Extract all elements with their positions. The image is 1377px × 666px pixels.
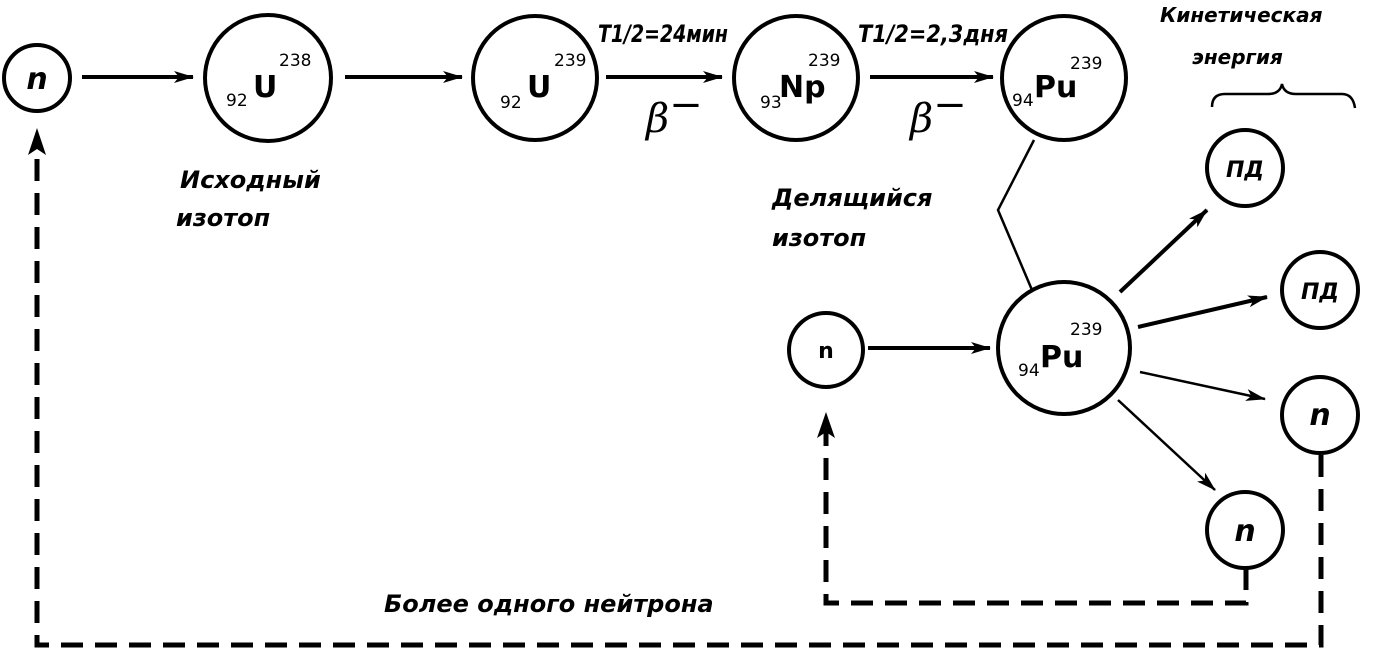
beta-u239: β− — [644, 82, 703, 142]
feedback-arrow-outer-head — [28, 128, 46, 155]
neutron-out-1-node: n — [1280, 375, 1360, 455]
arrow-to-neutron-2 — [1117, 399, 1216, 491]
pu239-fission-z: 94 — [1018, 361, 1040, 381]
pu239-top-symbol: Pu — [1034, 70, 1077, 105]
more-than-one-neutron-caption: Более одного нейтрона — [384, 590, 714, 618]
source-isotope-line2: изотоп — [176, 204, 270, 232]
arrow-to-neutron-1 — [1139, 370, 1266, 401]
pu239-fission-symbol: Pu — [1040, 340, 1083, 375]
kinetic-energy-brace — [1210, 83, 1357, 109]
kinetic-energy-line1: Кинетическая — [1160, 3, 1323, 27]
link-pu-to-fission — [996, 139, 1036, 291]
np239-z: 93 — [760, 93, 782, 113]
arrow-to-fragment-2 — [1137, 295, 1268, 329]
pu239-top-a: 239 — [1070, 54, 1102, 74]
fragment-1-label: ПД — [1226, 158, 1264, 183]
fragment-2-label: ПД — [1301, 280, 1339, 305]
u238-symbol: U — [253, 70, 277, 105]
pu239-top-z: 94 — [1012, 91, 1034, 111]
np239-node: 93 Np 239 — [732, 14, 860, 142]
neutron-start-node: n — [2, 43, 72, 113]
half-life-u239: T1/2=24мин — [598, 20, 728, 48]
fragment-2-node: ПД — [1280, 250, 1360, 330]
fragment-1-node: ПД — [1205, 128, 1285, 208]
beta-np239-sign: − — [933, 82, 967, 128]
half-life-np239: T1/2=2,3дня — [858, 20, 1008, 48]
neutron-incoming-node: n — [787, 311, 865, 389]
source-isotope-line1: Исходный — [180, 166, 321, 194]
fissile-isotope-line1: Делящийся — [771, 184, 932, 212]
u238-z: 92 — [226, 91, 248, 111]
arrow-to-fragment-1 — [1118, 208, 1209, 294]
pu239-top-node: 94 Pu 239 — [1000, 14, 1128, 142]
pu239-fission-a: 239 — [1070, 320, 1102, 340]
u239-a: 239 — [554, 51, 586, 71]
beta-u239-sign: − — [669, 82, 703, 128]
kinetic-energy-line2: энергия — [1192, 45, 1283, 69]
u238-node: 92 U 238 — [203, 13, 333, 143]
u238-a: 238 — [279, 51, 311, 71]
neutron-out-2-node: n — [1205, 490, 1285, 570]
np239-a: 239 — [808, 51, 840, 71]
beta-np239-symbol: β — [908, 96, 933, 142]
pu239-fission-node: 94 Pu 239 — [996, 280, 1132, 416]
feedback-loop-inner — [823, 425, 1249, 606]
fissile-isotope-line2: изотоп — [772, 224, 866, 252]
neutron-out-2-label: n — [1234, 514, 1255, 549]
u239-node: 92 U 239 — [471, 14, 599, 142]
neutron-out-1-label: n — [1309, 398, 1330, 433]
feedback-loop-outer — [34, 140, 1324, 648]
feedback-arrow-inner-head — [817, 412, 835, 438]
neutron-start-label: n — [26, 62, 47, 97]
u239-symbol: U — [527, 70, 551, 105]
np239-symbol: Np — [779, 70, 826, 105]
neutron-incoming-label: n — [818, 339, 834, 364]
u239-z: 92 — [500, 93, 522, 113]
beta-np239: β− — [908, 82, 967, 142]
beta-u239-symbol: β — [644, 96, 669, 142]
